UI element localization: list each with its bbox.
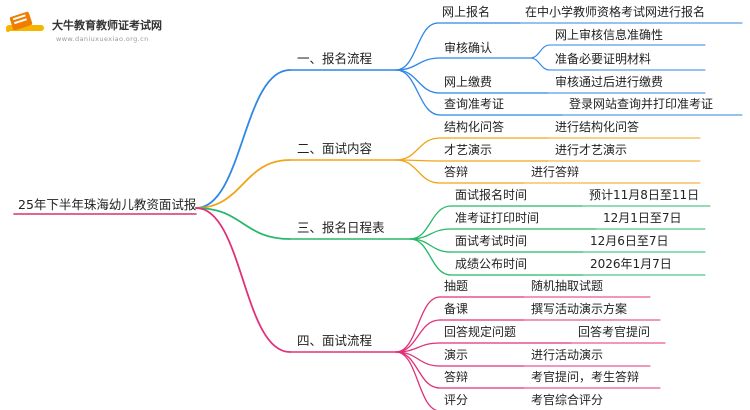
node-check-admission-ticket: 查询准考证 — [444, 97, 504, 111]
branch-connector — [195, 69, 291, 209]
leaf-connector — [529, 44, 551, 59]
leaf-overall-scoring: 考官综合评分 — [531, 392, 603, 407]
item-connector — [395, 22, 439, 71]
logo-title: 大牛教育教师证考试网 — [52, 18, 162, 32]
leaf-results-date: 2026年1月7日 — [590, 257, 672, 271]
leaf-connector — [529, 57, 551, 71]
leaf-examiner-candidate-qa: 考官提问，考生答辩 — [531, 369, 639, 384]
leaf-prepare-documents: 准备必要证明材料 — [555, 52, 651, 66]
branch-interview-content: 二、面试内容 — [297, 141, 372, 156]
item-connector — [395, 159, 441, 184]
logo-subtitle: www.daniuxuexiao.org.cn — [56, 35, 149, 43]
leaf-random-question: 随机抽取试题 — [531, 278, 603, 293]
item-connector — [395, 57, 441, 71]
leaf-ticket-print-dates: 12月1日至7日 — [603, 211, 682, 225]
leaf-write-plan: 撰写活动演示方案 — [531, 301, 627, 316]
node-answer-questions: 回答规定问题 — [444, 324, 516, 339]
leaf-do-structured-qa: 进行结构化问答 — [555, 119, 639, 134]
logo: 大牛教育教师证考试网 www.daniuxuexiao.org.cn — [6, 11, 162, 43]
node-talent-show: 才艺演示 — [444, 142, 492, 157]
node-demonstration: 演示 — [444, 347, 468, 362]
node-results-time: 成绩公布时间 — [455, 257, 527, 271]
leaf-do-talent-show: 进行才艺演示 — [555, 142, 627, 157]
leaf-activity-demo: 进行活动演示 — [531, 347, 603, 362]
branch-connector — [195, 207, 291, 240]
leaf-answer-examiner: 回答考官提问 — [578, 324, 650, 339]
leaf-print-admission-ticket: 登录网站查询并打印准考证 — [569, 96, 713, 111]
leaf-pay-after-review: 审核通过后进行缴费 — [555, 74, 663, 89]
node-scoring: 评分 — [444, 393, 468, 407]
root-topic: 25年下半年珠海幼儿教资面试报 — [18, 197, 197, 212]
node-defense-2: 答辩 — [444, 369, 468, 384]
item-connector — [395, 69, 441, 94]
branch-interview-procedure: 四、面试流程 — [297, 333, 373, 348]
node-ticket-print-time: 准考证打印时间 — [455, 211, 539, 225]
leaf-verify-info: 网上审核信息准确性 — [555, 27, 663, 42]
item-connector — [395, 137, 441, 161]
book-icon — [6, 11, 44, 32]
node-structured-qa: 结构化问答 — [444, 119, 504, 134]
item-connector — [395, 69, 441, 116]
node-review-confirm: 审核确认 — [444, 40, 492, 55]
leaf-do-defense: 进行答辩 — [531, 164, 579, 179]
item-connector — [395, 351, 439, 410]
node-exam-time: 面试考试时间 — [455, 233, 527, 248]
branch-connector — [195, 159, 291, 209]
node-registration-time: 面试报名时间 — [455, 187, 527, 202]
branch-connector — [195, 207, 291, 353]
leaf-register-on-website: 在中小学教师资格考试网进行报名 — [525, 4, 705, 19]
connector-lines — [13, 22, 743, 410]
branch-registration-process: 一、报名流程 — [297, 51, 373, 66]
branch-registration-schedule: 三、报名日程表 — [297, 220, 385, 235]
leaf-exam-dates: 12月6日至7日 — [590, 234, 669, 248]
node-defense: 答辩 — [444, 164, 468, 179]
node-draw-question: 抽题 — [444, 279, 468, 293]
node-online-registration: 网上报名 — [442, 4, 490, 19]
node-online-payment: 网上缴费 — [444, 74, 492, 89]
leaf-registration-dates: 预计11月8日至11日 — [589, 188, 699, 202]
item-connector — [409, 238, 452, 276]
node-lesson-prep: 备课 — [444, 302, 468, 316]
